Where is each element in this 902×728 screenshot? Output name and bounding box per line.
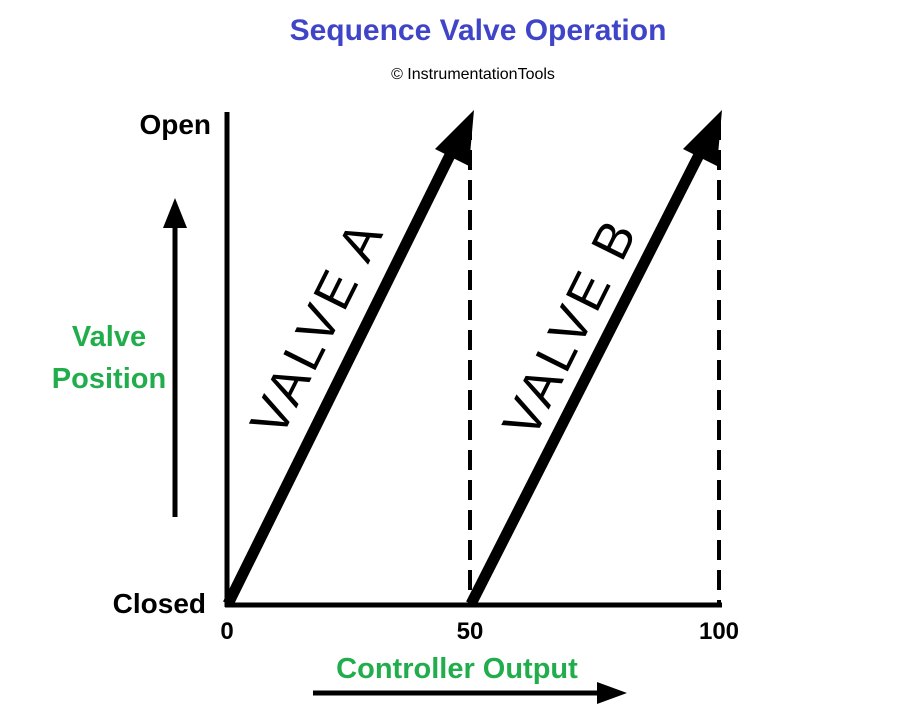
- valve-a-label: VALVE A: [240, 210, 396, 445]
- y-direction-arrowhead: [163, 198, 187, 228]
- x-tick-50: 50: [457, 618, 484, 645]
- y-axis-open-label: Open: [139, 109, 211, 140]
- x-direction-arrowhead: [597, 682, 627, 704]
- valve-a-arrow: [223, 110, 474, 607]
- y-axis-closed-label: Closed: [113, 588, 206, 619]
- copyright-label: © InstrumentationTools: [391, 66, 555, 83]
- valve-b-arrowhead: [683, 110, 722, 166]
- valve-b-arrow-shaft: [466, 142, 709, 607]
- valve-b-arrow: [466, 110, 722, 607]
- y-axis-title-line1: Valve: [72, 321, 146, 353]
- diagram-title: Sequence Valve Operation: [290, 14, 667, 47]
- y-axis-title-line2: Position: [52, 363, 166, 395]
- x-direction-arrow: [313, 682, 627, 704]
- x-tick-100: 100: [699, 618, 739, 645]
- valve-a-arrow-shaft: [223, 142, 460, 607]
- x-tick-0: 0: [220, 618, 233, 645]
- x-axis-title: Controller Output: [336, 653, 578, 685]
- y-direction-arrow: [163, 198, 187, 517]
- valve-a-arrowhead: [435, 110, 474, 166]
